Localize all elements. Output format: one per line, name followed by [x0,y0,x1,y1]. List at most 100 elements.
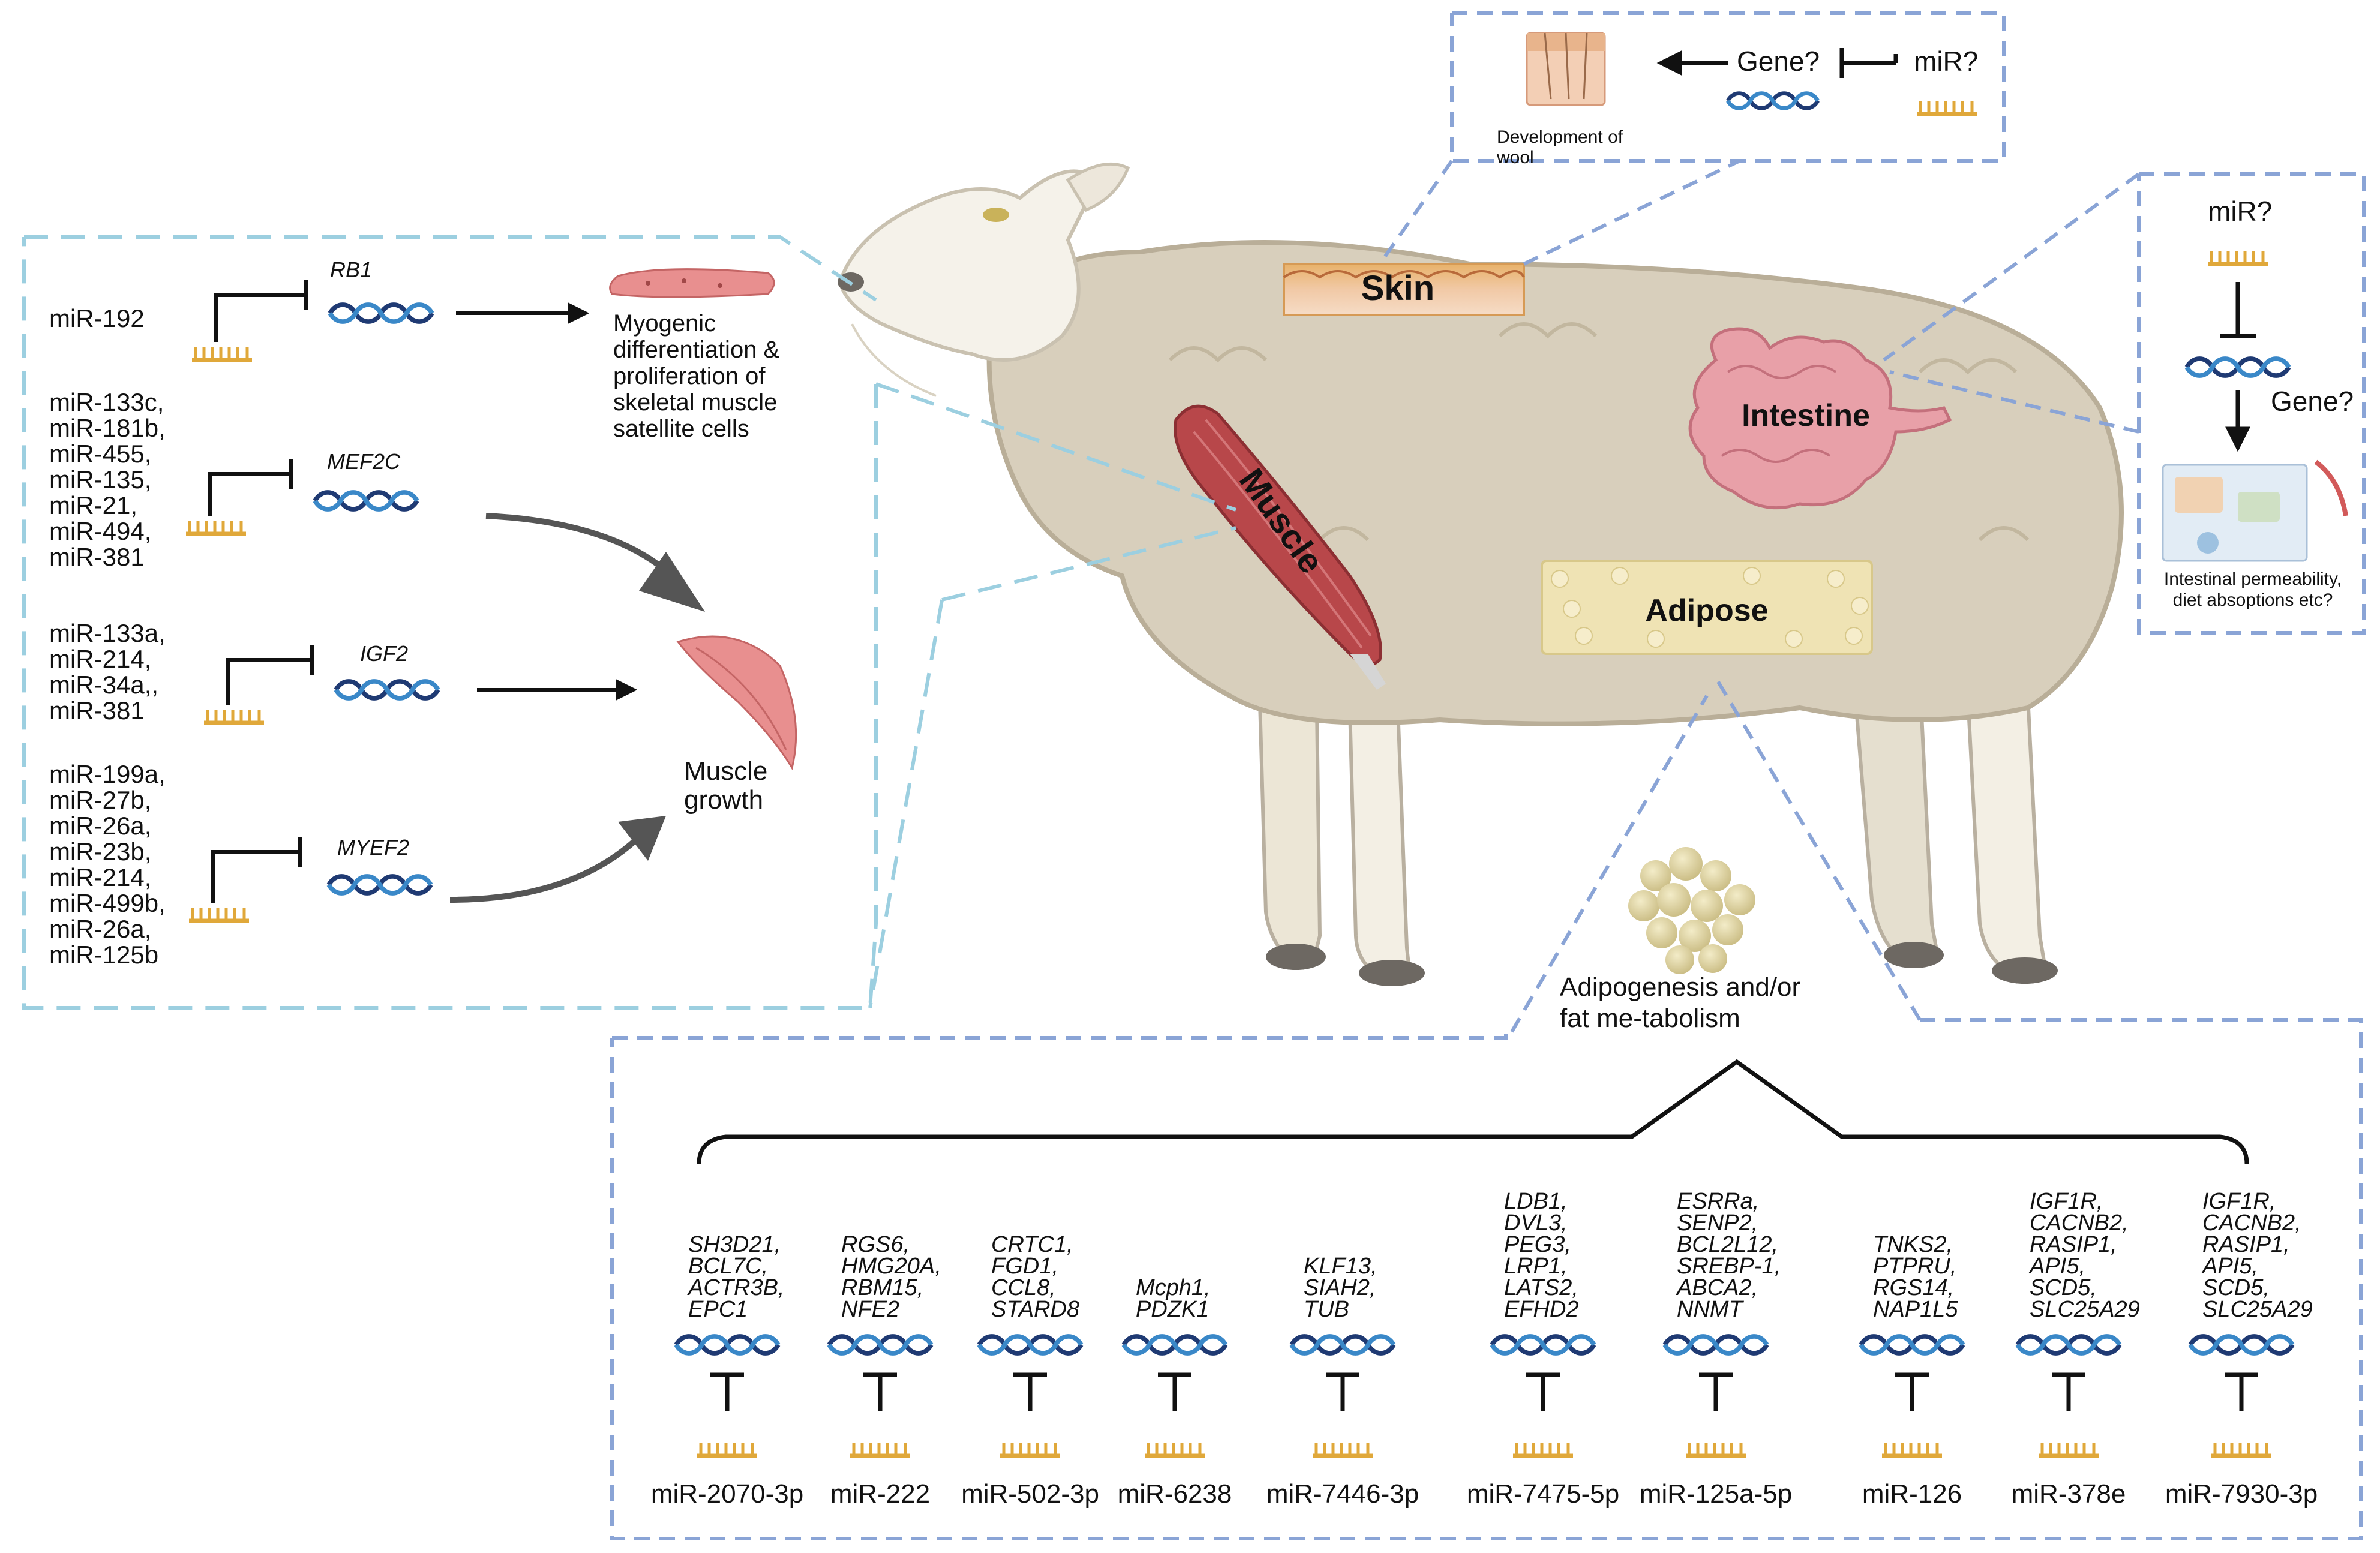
intestine-panel-connector [1883,172,2140,362]
wool-skin-icon [1526,32,1606,106]
skin-panel-connector [1378,160,1454,265]
dna-icon [1124,1336,1226,1353]
muscle-growth-line1: Muscle [684,756,767,786]
target-gene-name: DVL3, [1504,1210,1568,1236]
intestine-gene-label: Gene? [2271,386,2354,417]
wool-caption-line2: wool [1496,148,1534,167]
target-gene-name: STARD8 [991,1297,1079,1322]
inhibition-icon [1326,1372,1359,1411]
target-gene-name: BCL2L12, [1677,1232,1778,1257]
adipose-panel: Adipogenesis and/or fat me-tabolism SH3D… [610,677,2363,1540]
mirna-name: miR-192 [49,304,145,332]
mirna-name: miR-455, [49,440,151,468]
dna-icon [1728,94,1818,109]
target-gene-name: RASIP1, [2030,1232,2117,1257]
skin-organ: Skin [1283,263,1525,316]
mirna-icon [189,908,249,921]
target-gene-name: CRTC1, [991,1232,1073,1257]
muscle-regulation-row: miR-133c,miR-181b,miR-455,miR-135,miR-21… [49,388,417,571]
dna-icon [315,492,417,509]
mirna-name: miR-494, [49,517,151,545]
dna-icon [1665,1336,1767,1353]
adipose-panel-connector-left [1510,695,1709,1033]
target-gene-name: IGF1R, [2202,1189,2276,1214]
mirna-icon [204,710,264,723]
target-gene-name: PEG3, [1504,1232,1571,1257]
mirna-icon [1145,1443,1205,1456]
myogenic-outcome-line2: differentiation & [613,337,780,363]
muscle-growth-icon [676,635,797,770]
target-gene-name: RGS6, [841,1232,910,1257]
mirna-name: miR-6238 [1118,1479,1232,1509]
adipose-target-column: IGF1R,CACNB2,RASIP1,API5,SCD5,SLC25A29mi… [2165,1189,2318,1509]
target-gene-name: RGS14, [1873,1275,1954,1300]
adipose-target-column: ESRRa,SENP2,BCL2L12,SREBP-1,ABCA2,NNMTmi… [1640,1189,1792,1509]
muscle-panel: Myogenic differentiation & proliferation… [22,235,1236,1010]
skin-label: Skin [1361,269,1435,308]
dna-icon [2018,1336,2120,1353]
mirna-icon [1000,1443,1060,1456]
dna-icon [2190,1336,2292,1353]
intestinal-cells-icon [2162,459,2348,562]
target-gene-name: RASIP1, [2202,1232,2290,1257]
mirna-name: miR-125b [49,941,158,969]
target-gene-name: CCL8, [991,1275,1056,1300]
target-gene-name: RBM15, [841,1275,923,1300]
mirna-icon [2211,1443,2271,1456]
inhibition-icon [2052,1372,2085,1411]
intestine-panel-connector-lower [1889,370,2139,434]
mirna-icon [1513,1443,1573,1456]
mirna-icon [850,1443,910,1456]
adipose-label: Adipose [1645,593,1768,628]
target-gene-name: ESRRa, [1677,1189,1759,1214]
mirna-name: miR-502-3p [961,1479,1099,1509]
mirna-icon [186,521,246,534]
gene-name: MYEF2 [337,835,409,860]
inhibition-icon [211,837,302,903]
intestine-panel-border [2137,172,2366,635]
mirna-name: miR-126 [1862,1479,1962,1509]
mirna-name: miR-27b, [49,786,151,814]
mirna-icon [697,1443,757,1456]
mirna-icon [1313,1443,1373,1456]
inhibition-icon [710,1372,744,1411]
adipose-target-column: LDB1,DVL3,PEG3,LRP1,LATS2,EFHD2miR-7475-… [1467,1189,1619,1509]
muscle-panel-connector [875,382,1236,512]
dna-icon [829,1336,931,1353]
target-gene-name: NNMT [1677,1297,1745,1322]
inhibition-icon [1526,1372,1560,1411]
mirna-name: miR-214, [49,645,151,673]
target-gene-name: SH3D21, [688,1232,781,1257]
gene-name: MEF2C [327,449,401,474]
target-gene-name: IGF1R, [2030,1189,2103,1214]
skin-panel: Development of wool Gene? miR? [1378,11,2006,266]
curved-arrow-icon [485,513,705,612]
wool-caption-line1: Development of [1497,127,1623,147]
intestine-organ: Intestine [1688,327,1952,510]
target-gene-name: PDZK1 [1136,1297,1209,1322]
target-gene-name: BCL7C, [688,1254,768,1279]
adipose-panel-connector-right [1714,677,1922,1021]
target-gene-name: SENP2, [1677,1210,1758,1236]
adipose-organ: Adipose [1541,560,1873,655]
inhibition-icon [1158,1372,1191,1411]
intestine-mir-label: miR? [2208,196,2272,227]
fat-cells-icon [1628,847,1755,974]
adipose-title-line1: Adipogenesis and/or [1560,972,1800,1002]
myogenic-outcome-line3: proliferation of [613,363,766,389]
adipose-title-line2: fat me-tabolism [1560,1004,1740,1033]
target-gene-name: SLC25A29 [2202,1297,2313,1322]
target-gene-name: Mcph1, [1136,1275,1211,1300]
target-gene-name: ACTR3B, [687,1275,784,1300]
target-gene-name: CACNB2, [2030,1210,2129,1236]
dna-icon [676,1336,778,1353]
skin-panel-connector-right [1523,159,1741,266]
target-gene-name: TNKS2, [1873,1232,1953,1257]
target-gene-name: SIAH2, [1304,1275,1376,1300]
dna-icon [1492,1336,1594,1353]
